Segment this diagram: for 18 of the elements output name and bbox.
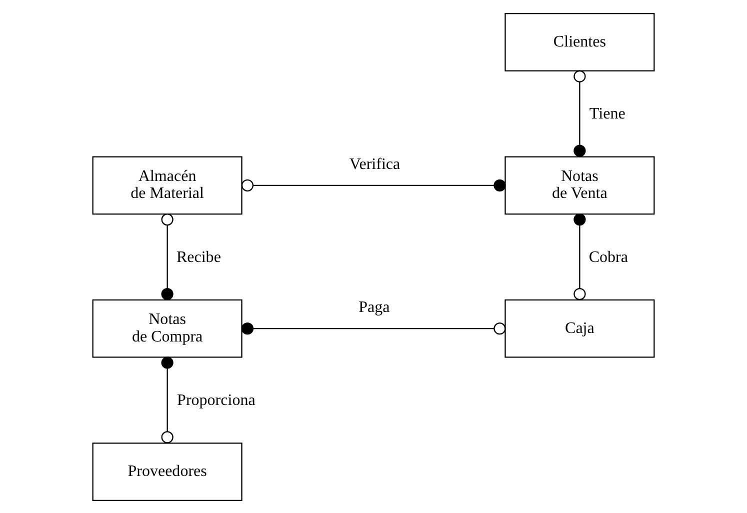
connector xyxy=(241,178,506,191)
node-box: Proveedores xyxy=(92,442,242,500)
node-box: Clientes xyxy=(504,12,655,71)
edge-label: Recibe xyxy=(176,248,221,266)
connector xyxy=(574,70,586,156)
edge-label: Paga xyxy=(358,298,390,316)
connector xyxy=(574,212,586,300)
node-box: Caja xyxy=(504,298,655,358)
edge-label: Tiene xyxy=(589,105,626,122)
edge-label: Proporciona xyxy=(177,392,256,408)
node-box: Almacén de Material xyxy=(92,156,242,214)
connector xyxy=(161,212,174,300)
node-box: Notas de Venta xyxy=(504,156,655,214)
edge-label: Verifica xyxy=(349,156,400,173)
connector xyxy=(161,356,174,443)
node-box: Notas de Compra xyxy=(92,298,242,358)
edge-label: Cobra xyxy=(588,248,628,266)
connector xyxy=(241,322,506,334)
